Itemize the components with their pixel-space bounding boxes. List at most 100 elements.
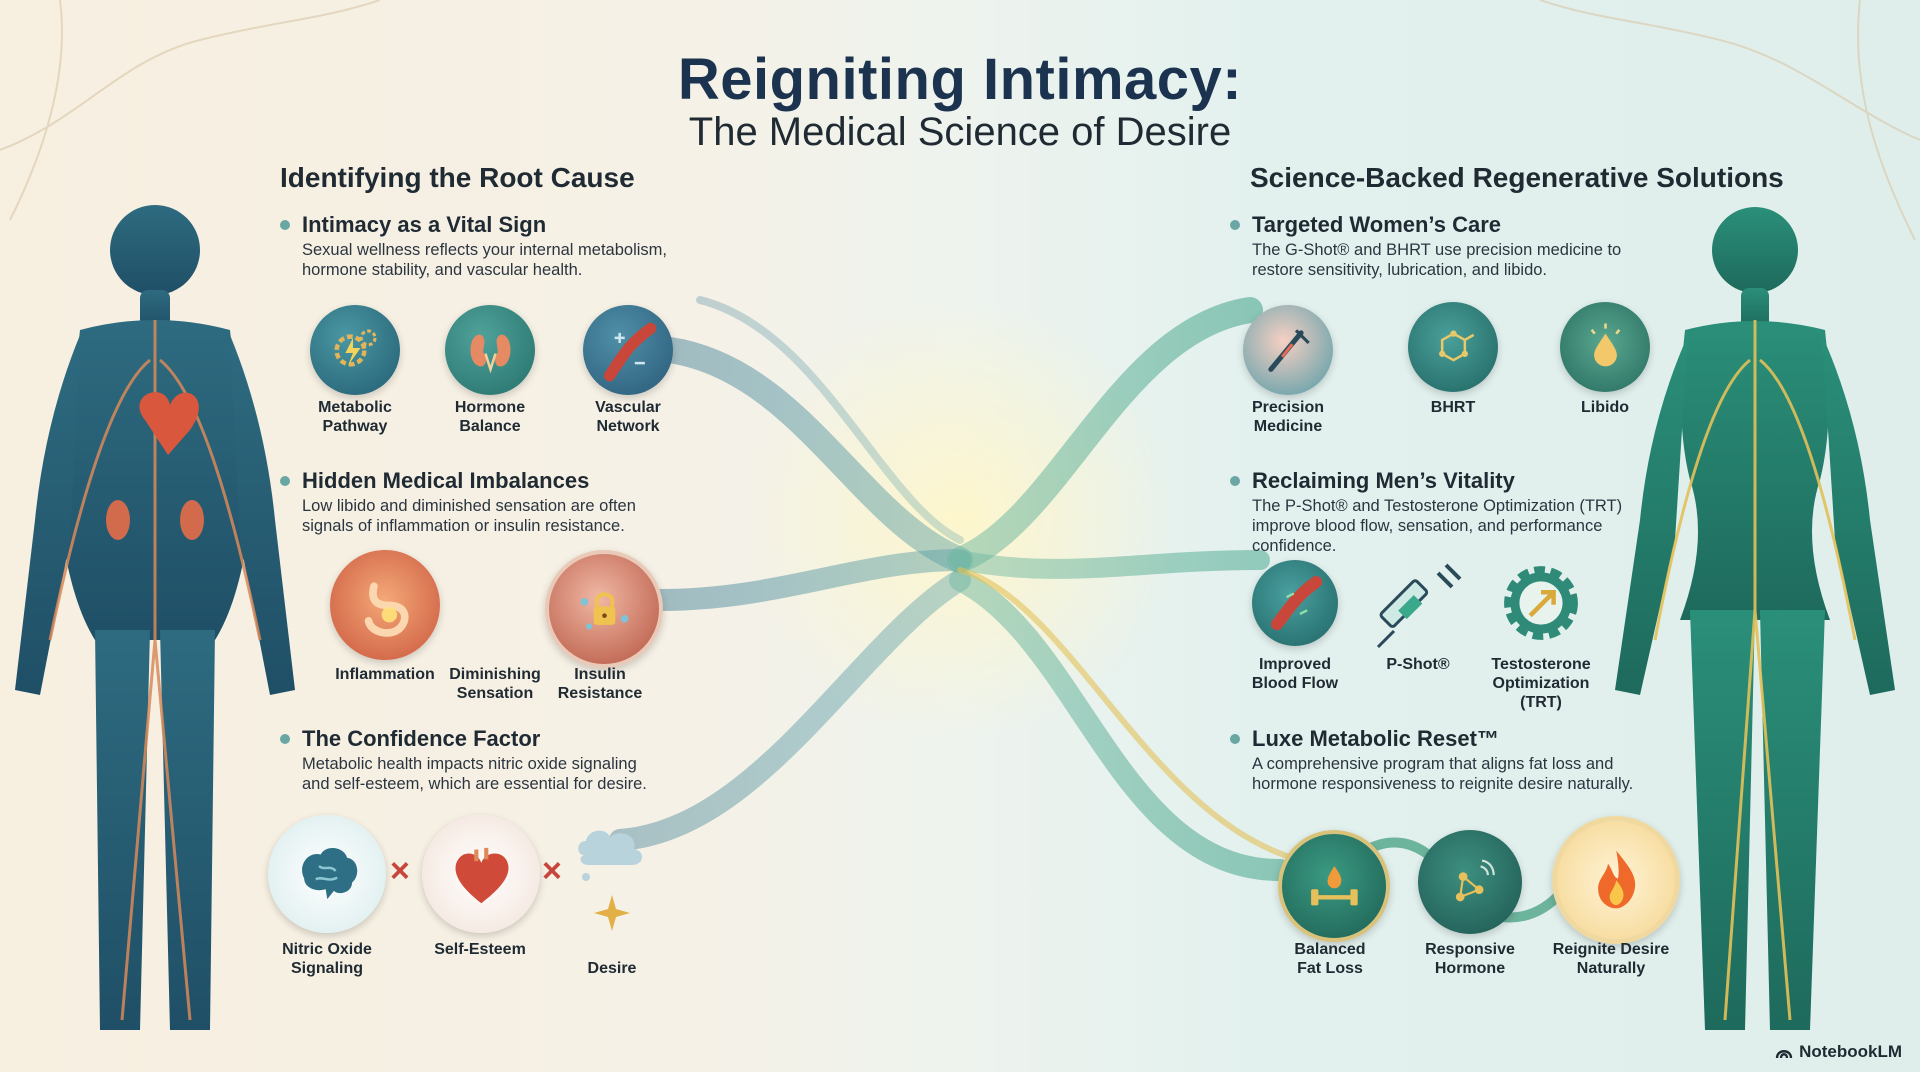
section-title-vital-sign: Intimacy as a Vital Sign: [280, 212, 546, 238]
label-line: Network: [596, 418, 660, 435]
cross-icon: ×: [542, 852, 562, 890]
page-subtitle: The Medical Science of Desire: [688, 110, 1232, 154]
page-title: Reigniting Intimacy:: [677, 47, 1243, 112]
label-line: Signaling: [291, 960, 363, 977]
section-body-metabolic-reset: A comprehensive program that aligns fat …: [1252, 754, 1633, 794]
label-p-shot: P-Shot®: [1358, 655, 1478, 674]
label-line: Optimization: [1492, 675, 1590, 692]
left-human-figure: [15, 205, 295, 1030]
label-line: Desire: [587, 960, 637, 977]
label-line: Responsive: [1425, 941, 1515, 958]
label-line: Sensation: [456, 685, 534, 702]
label-line: Improved: [1258, 656, 1331, 673]
label-line: Balance: [459, 418, 521, 435]
label-line: Nitric Oxide: [282, 941, 372, 958]
blood-vessel-icon: [583, 305, 673, 395]
section-body-womens-care: The G-Shot® and BHRT use precision medic…: [1252, 240, 1621, 280]
kidneys-icon: [445, 305, 535, 395]
label-line: Pathway: [322, 418, 388, 435]
gear-arrow-icon: [1496, 558, 1586, 648]
section-body-vital-sign: Sexual wellness reflects your internal m…: [302, 240, 667, 280]
cloud-spark-icon: [572, 815, 652, 945]
section-title-confidence-factor: The Confidence Factor: [280, 726, 540, 752]
label-line: Vascular: [595, 399, 661, 416]
cross-icon: ×: [390, 852, 410, 890]
label-line: Balanced: [1294, 941, 1366, 958]
label-line: Blood Flow: [1251, 675, 1339, 692]
label-balanced-fat-loss: Balanced Fat Loss: [1268, 940, 1392, 978]
label-nitric-oxide-signaling: Nitric Oxide Signaling: [262, 940, 392, 978]
heart-icon: [422, 815, 540, 933]
dumbbell-flame-icon: [1278, 830, 1390, 942]
right-strands: [947, 297, 1303, 881]
molecule-signal-icon: [1418, 830, 1522, 934]
label-line: Precision: [1251, 399, 1325, 416]
label-line: BHRT: [1430, 399, 1476, 416]
label-libido: Libido: [1540, 398, 1670, 417]
body-line: Metabolic health impacts nitric oxide si…: [302, 755, 637, 773]
body-line: restore sensitivity, lubrication, and li…: [1252, 261, 1548, 279]
label-line: Metabolic: [318, 399, 392, 416]
left-figure-heart: [139, 392, 199, 455]
body-line: The P-Shot® and Testosterone Optimizatio…: [1252, 497, 1623, 515]
label-reignite-desire: Reignite Desire Naturally: [1541, 940, 1681, 978]
body-line: signals of inflammation or insulin resis…: [302, 517, 625, 535]
left-figure-kidneys: [106, 500, 204, 540]
label-line: Medicine: [1253, 418, 1323, 435]
body-line: improve blood flow, sensation, and perfo…: [1252, 517, 1603, 535]
notebooklm-logo-icon: [1775, 1050, 1793, 1059]
padlock-cell-icon: [545, 550, 663, 668]
molecule-icon: [1408, 302, 1498, 392]
label-line: Insulin: [574, 666, 626, 683]
right-figure-vessels: [1653, 320, 1857, 1021]
label-line: Inflammation: [335, 666, 435, 683]
label-improved-blood-flow: Improved Blood Flow: [1230, 655, 1360, 693]
section-body-hidden-imbalances: Low libido and diminished sensation are …: [302, 496, 636, 536]
left-column-heading: Identifying the Root Cause: [280, 162, 635, 193]
body-line: confidence.: [1252, 537, 1337, 555]
decorative-vines: [0, 0, 1920, 241]
inflamed-stomach-icon: [330, 550, 440, 660]
label-vascular-network: Vascular Network: [563, 398, 693, 436]
blood-vessel-icon: [1252, 560, 1338, 646]
label-line: P-Shot®: [1386, 656, 1450, 673]
brain-icon: [268, 815, 386, 933]
label-insulin-resistance: Insulin Resistance: [540, 665, 660, 703]
label-diminishing-sensation: Diminishing Sensation: [435, 665, 555, 703]
label-line: Hormone: [454, 399, 526, 416]
section-title-hidden-imbalances: Hidden Medical Imbalances: [280, 468, 589, 494]
label-desire: Desire: [552, 959, 672, 978]
label-line: Diminishing: [449, 666, 541, 683]
label-line: Resistance: [557, 685, 643, 702]
flame-icon: [1552, 816, 1680, 944]
label-metabolic-pathway: Metabolic Pathway: [290, 398, 420, 436]
label-line: Self-Esteem: [434, 941, 526, 958]
syringe-icon: [1368, 555, 1468, 655]
label-line: Libido: [1581, 399, 1629, 416]
label-self-esteem: Self-Esteem: [415, 940, 545, 959]
section-body-mens-vitality: The P-Shot® and Testosterone Optimizatio…: [1252, 496, 1622, 556]
section-body-confidence-factor: Metabolic health impacts nitric oxide si…: [302, 754, 647, 794]
body-line: A comprehensive program that aligns fat …: [1252, 755, 1614, 773]
label-line: Reignite Desire: [1552, 941, 1670, 958]
brand-label: NotebookLM: [1799, 1042, 1902, 1061]
section-title-womens-care: Targeted Women’s Care: [1230, 212, 1501, 238]
label-line: (TRT): [1520, 694, 1562, 711]
section-title-metabolic-reset: Luxe Metabolic Reset™: [1230, 726, 1499, 752]
body-line: hormone stability, and vascular health.: [302, 261, 583, 279]
label-line: Fat Loss: [1297, 960, 1363, 977]
left-strands: [609, 296, 973, 851]
label-precision-medicine: Precision Medicine: [1223, 398, 1353, 436]
label-line: Hormone: [1434, 960, 1506, 977]
label-line: Naturally: [1576, 960, 1646, 977]
label-inflammation: Inflammation: [325, 665, 445, 684]
label-line: Testosterone: [1491, 656, 1591, 673]
right-column-heading: Science-Backed Regenerative Solutions: [1250, 162, 1784, 193]
gears-lightning-icon: [310, 305, 400, 395]
left-figure-vessels: [48, 320, 262, 1021]
body-line: and self-esteem, which are essential for…: [302, 775, 647, 793]
body-line: hormone responsiveness to reignite desir…: [1252, 775, 1634, 793]
label-testosterone-optimization: Testosterone Optimization (TRT): [1476, 655, 1606, 712]
label-responsive-hormone: Responsive Hormone: [1408, 940, 1532, 978]
section-title-mens-vitality: Reclaiming Men’s Vitality: [1230, 468, 1515, 494]
